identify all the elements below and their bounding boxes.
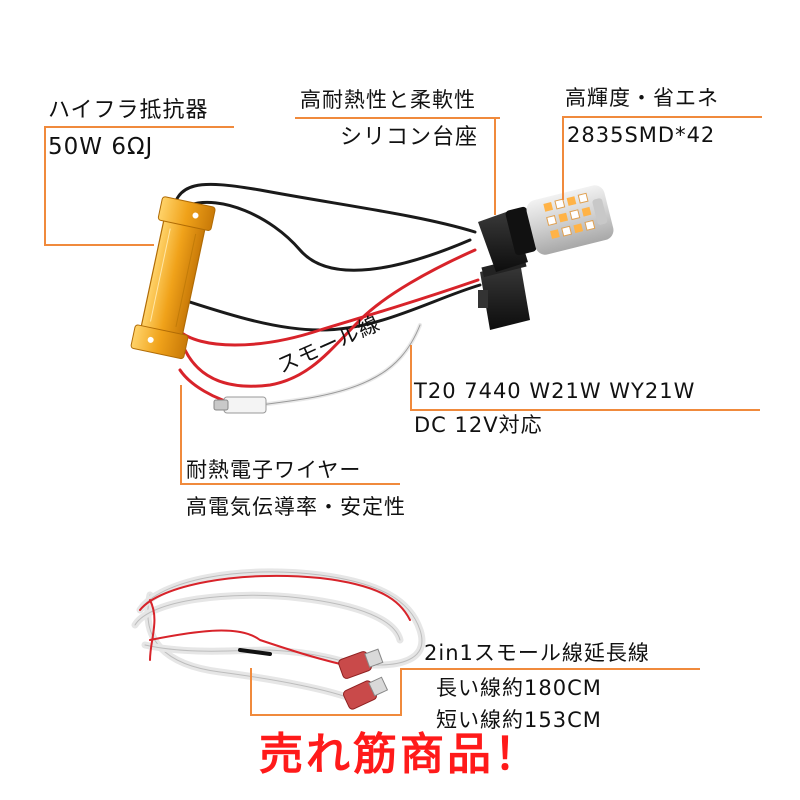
callout-line-resistor-h2 <box>44 244 154 246</box>
socket-name: シリコン台座 <box>340 125 479 150</box>
socket-feature: 高耐熱性と柔軟性 <box>300 88 476 112</box>
compat-models: T20 7440 W21W WY21W <box>414 379 696 403</box>
small-wire-connector <box>213 396 267 414</box>
black-wire-top <box>170 182 477 234</box>
wire-title: 耐熱電子ワイヤー <box>186 458 362 482</box>
red-wire-2 <box>183 248 477 388</box>
callout-line-led-v <box>562 116 564 200</box>
extension-long: 長い線約180CM <box>436 676 602 700</box>
callout-line-compat-h <box>410 409 760 411</box>
callout-line-wire-v <box>180 385 182 485</box>
wire-feature: 高電気伝導率・安定性 <box>186 495 406 519</box>
compat-voltage: DC 12V対応 <box>414 413 543 437</box>
extension-title: 2in1スモール線延長線 <box>424 641 650 665</box>
led-feature: 高輝度・省エネ <box>565 86 719 110</box>
led-bulb <box>478 185 614 272</box>
extension-terminals <box>338 648 389 710</box>
bestseller-headline: 売れ筋商品！ <box>259 729 541 780</box>
callout-line-socket-v <box>494 117 496 215</box>
resistor-title: ハイフラ抵抗器 <box>48 98 209 123</box>
callout-line-extension-v2 <box>400 668 402 716</box>
callout-line-led-h <box>562 116 762 118</box>
callout-line-extension-h2 <box>400 668 700 670</box>
callout-line-wire-h <box>180 483 400 485</box>
callout-line-compat-v <box>410 345 412 411</box>
extension-short: 短い線約153CM <box>436 708 602 732</box>
extension-harness <box>131 568 426 704</box>
red-wire-1 <box>176 278 480 347</box>
black-wire-low <box>148 283 482 332</box>
callout-line-extension-h <box>250 714 400 716</box>
resistor-body <box>130 196 216 360</box>
callout-line-extension-v <box>250 668 252 716</box>
black-wire-mid <box>188 200 472 272</box>
resistor-spec: 50W 6ΩJ <box>48 134 154 160</box>
callout-line-socket-h <box>295 117 500 119</box>
callout-line-resistor-v <box>44 126 46 246</box>
callout-line-resistor-h <box>44 126 234 128</box>
led-spec: 2835SMD*42 <box>567 123 716 147</box>
